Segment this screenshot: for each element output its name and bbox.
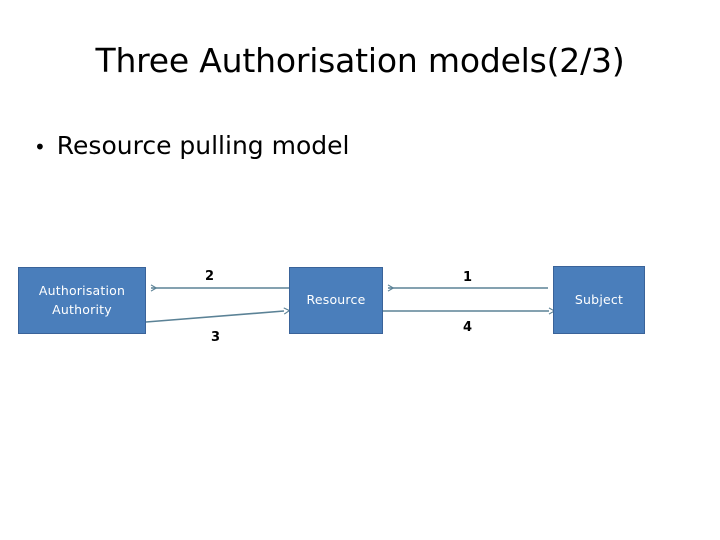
node-resource-label: Resource <box>306 292 366 308</box>
edge-label-3: 3 <box>211 330 221 345</box>
node-subject[interactable]: Subject <box>553 266 645 334</box>
node-authorisation-authority-label: Authorisation Authority <box>39 282 125 318</box>
page-title: Three Authorisation models(2/3) <box>95 41 625 80</box>
edge-label-1: 1 <box>463 270 473 285</box>
bullet-item-label: Resource pulling model <box>56 131 350 160</box>
node-subject-label: Subject <box>574 291 624 307</box>
node-label-line-1: Authorisation <box>38 283 126 299</box>
connector-edge-3 <box>145 311 284 323</box>
bullet-list-item: • Resource pulling model <box>34 131 349 160</box>
bullet-marker-icon: • <box>34 135 46 159</box>
node-label-line-2: Authority <box>52 301 112 317</box>
node-resource[interactable]: Resource <box>289 267 383 334</box>
edge-label-4: 4 <box>463 320 473 335</box>
node-authorisation-authority[interactable]: Authorisation Authority <box>18 267 146 334</box>
edge-label-2: 2 <box>205 269 215 284</box>
